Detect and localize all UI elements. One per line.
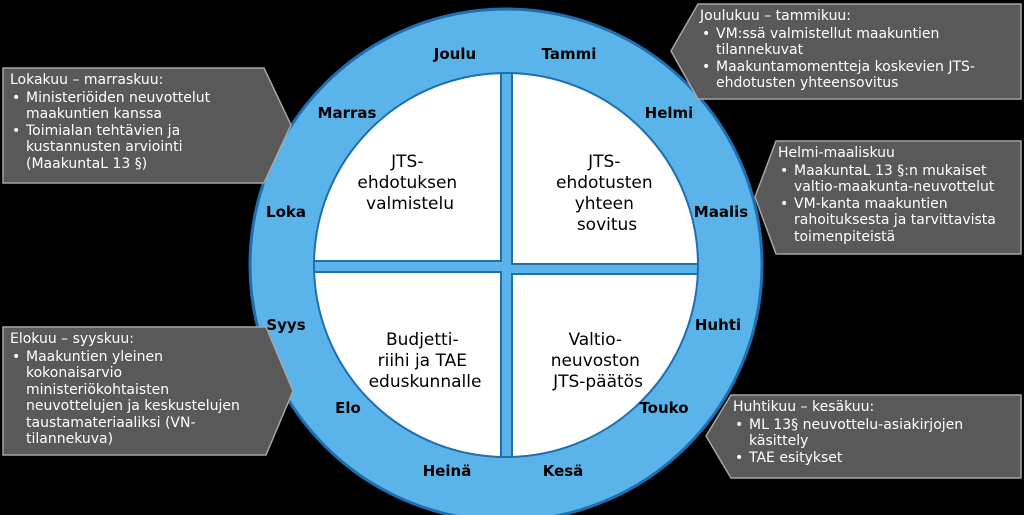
month-label-touko: Touko bbox=[639, 399, 688, 417]
callout-title: Huhtikuu – kesäkuu: bbox=[733, 399, 875, 415]
callout-list: MaakuntaL 13 §:n mukaiset valtio-maakunt… bbox=[778, 163, 1014, 246]
callout-bullet: Maakuntamomentteja koskevien JTS-ehdotus… bbox=[700, 59, 1014, 92]
callout-title: Helmi-maaliskuu bbox=[778, 145, 895, 161]
callout-list: Maakuntien yleinen kokonaisarvio ministe… bbox=[10, 349, 252, 448]
inner-circle-border bbox=[313, 72, 699, 458]
month-label-elo: Elo bbox=[335, 399, 361, 417]
month-label-huhti: Huhti bbox=[695, 316, 741, 334]
callout-list: ML 13§ neuvottelu-asiakirjojen käsittely… bbox=[733, 417, 1014, 467]
month-label-joulu: Joulu bbox=[433, 45, 476, 63]
callout-bullet: TAE esitykset bbox=[733, 450, 1014, 467]
month-label-kesa: Kesä bbox=[543, 462, 584, 480]
quadrant-top-left bbox=[314, 73, 502, 262]
month-label-syys: Syys bbox=[266, 316, 305, 334]
callout-joulukuu-tammikuu: Joulukuu – tammikuu: VM:ssä valmistellut… bbox=[670, 3, 1022, 100]
quadrant-text-bottom-left: Budjetti- riihi ja TAE eduskunnalle bbox=[369, 330, 482, 392]
callout-list: VM:ssä valmistellut maakuntien tilanneku… bbox=[700, 26, 1014, 92]
callout-bullet: Ministeriöiden neuvottelut maakuntien ka… bbox=[10, 90, 252, 123]
month-label-loka: Loka bbox=[266, 203, 306, 221]
callout-bullet: Toimialan tehtävien ja kustannusten arvi… bbox=[10, 123, 252, 173]
quadrant-text-top-left: JTS- ehdotuksen valmistelu bbox=[357, 152, 462, 214]
callout-lokakuu-marraskuu: Lokakuu – marraskuu: Ministeriöiden neuv… bbox=[2, 67, 292, 184]
month-label-heina: Heinä bbox=[423, 462, 472, 480]
callout-title: Lokakuu – marraskuu: bbox=[10, 72, 164, 88]
month-label-helmi: Helmi bbox=[645, 104, 694, 122]
callout-title: Elokuu – syyskuu: bbox=[10, 331, 134, 347]
callout-bullet: VM-kanta maakuntien rahoituksesta ja tar… bbox=[778, 196, 1014, 246]
month-label-tammi: Tammi bbox=[542, 45, 597, 63]
month-label-marras: Marras bbox=[318, 104, 377, 122]
callout-bullet: ML 13§ neuvottelu-asiakirjojen käsittely bbox=[733, 417, 1014, 450]
callout-bullet: VM:ssä valmistellut maakuntien tilanneku… bbox=[700, 26, 1014, 59]
quadrant-text-bottom-right: Valtio- neuvoston JTS-päätös bbox=[551, 330, 646, 392]
quadrant-text-top-right: JTS- ehdotusten yhteen sovitus bbox=[556, 152, 658, 235]
month-label-maalis: Maalis bbox=[694, 203, 748, 221]
callout-bullet: Maakuntien yleinen kokonaisarvio ministe… bbox=[10, 349, 252, 448]
callout-list: Ministeriöiden neuvottelut maakuntien ka… bbox=[10, 90, 252, 173]
callout-huhtikuu-kesakuu: Huhtikuu – kesäkuu: ML 13§ neuvottelu-as… bbox=[705, 394, 1022, 479]
callout-helmi-maaliskuu: Helmi-maaliskuu MaakuntaL 13 §:n mukaise… bbox=[754, 140, 1022, 255]
callout-bullet: MaakuntaL 13 §:n mukaiset valtio-maakunt… bbox=[778, 163, 1014, 196]
callout-elokuu-syyskuu: Elokuu – syyskuu: Maakuntien yleinen kok… bbox=[2, 326, 294, 456]
callout-title: Joulukuu – tammikuu: bbox=[700, 8, 852, 24]
